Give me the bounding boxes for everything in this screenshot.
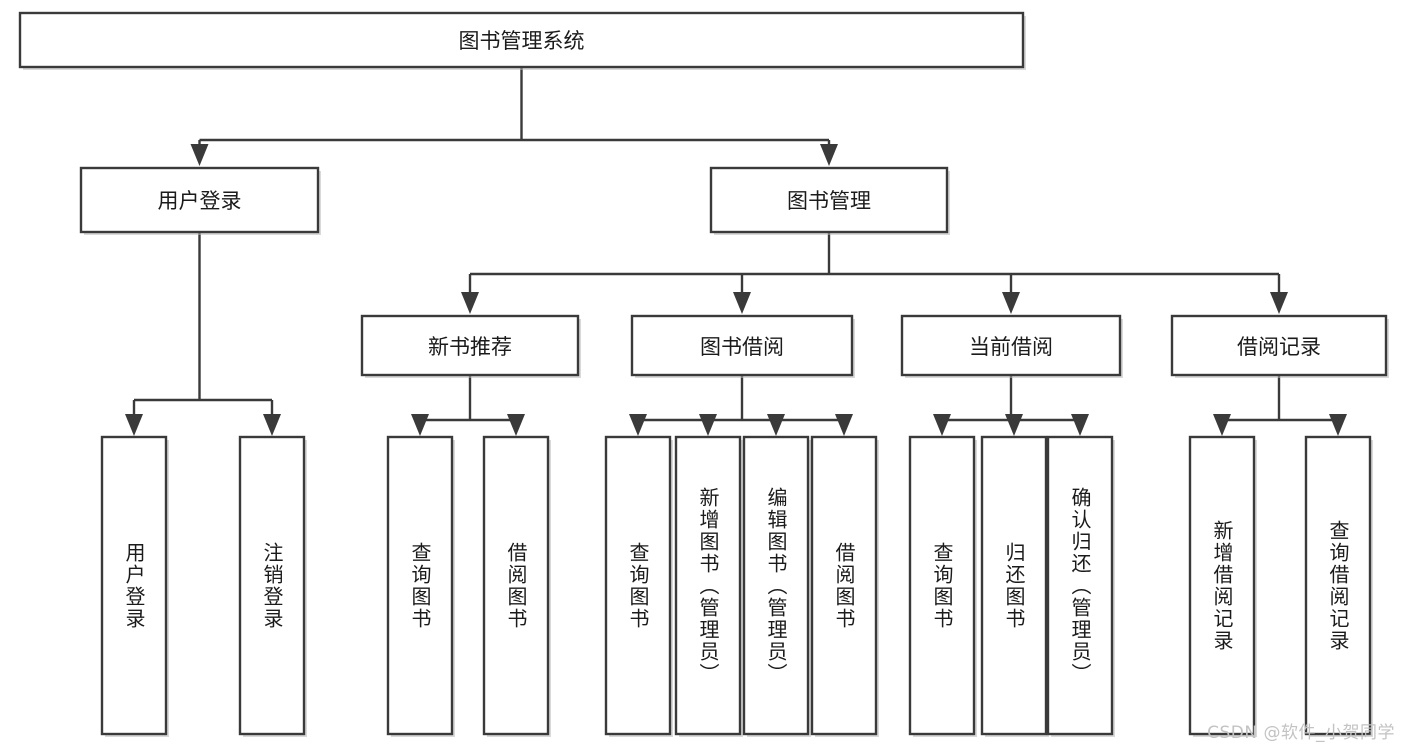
box-leaf-4 <box>604 435 672 736</box>
arrowhead-to-leaf-0 <box>125 414 143 436</box>
box-l3-0 <box>360 314 580 377</box>
arrowhead-l2-to-l3-0 <box>461 292 479 314</box>
box-leaf-0 <box>100 435 168 736</box>
arrowhead-to-leaf-1 <box>263 414 281 436</box>
box-leaf-3 <box>482 435 550 736</box>
arrowhead-to-leaf-6 <box>767 414 785 436</box>
arrowhead-to-leaf-11 <box>1213 414 1231 436</box>
arrowhead-l2-to-l3-3 <box>1270 292 1288 314</box>
box-leaf-8 <box>908 435 976 736</box>
box-l2-1 <box>709 166 949 234</box>
arrowhead-to-leaf-4 <box>629 414 647 436</box>
arrowhead-l2-to-l3-2 <box>1002 292 1020 314</box>
box-leaf-2 <box>386 435 454 736</box>
arrowhead-to-leaf-5 <box>699 414 717 436</box>
arrowhead-to-leaf-8 <box>933 414 951 436</box>
arrowhead-to-leaf-7 <box>835 414 853 436</box>
box-l3-1 <box>630 314 854 377</box>
box-leaf-1 <box>238 435 306 736</box>
arrowhead-l2-to-l3-1 <box>733 292 751 314</box>
box-leaf-12 <box>1304 435 1372 736</box>
node-boxes <box>18 11 1389 737</box>
csdn-watermark: CSDN @软件_小贺同学 <box>1207 723 1395 743</box>
connector-lines <box>125 67 1347 436</box>
arrowhead-root-to-l2-0 <box>190 144 209 166</box>
box-root <box>18 11 1025 69</box>
box-leaf-7 <box>810 435 878 736</box>
arrowhead-root-to-l2-1 <box>820 144 838 166</box>
box-leaf-9 <box>980 435 1048 736</box>
box-leaf-10 <box>1046 435 1114 736</box>
box-leaf-6 <box>742 435 810 736</box>
arrowhead-to-leaf-3 <box>507 414 525 436</box>
box-leaf-5 <box>674 435 742 736</box>
arrowhead-to-leaf-12 <box>1329 414 1347 436</box>
box-leaf-11 <box>1188 435 1256 736</box>
arrowhead-to-leaf-9 <box>1005 414 1023 436</box>
box-l3-2 <box>900 314 1122 377</box>
arrowhead-to-leaf-2 <box>411 414 429 436</box>
box-l3-3 <box>1170 314 1388 377</box>
arrowhead-to-leaf-10 <box>1071 414 1089 436</box>
box-l2-0 <box>79 166 320 234</box>
